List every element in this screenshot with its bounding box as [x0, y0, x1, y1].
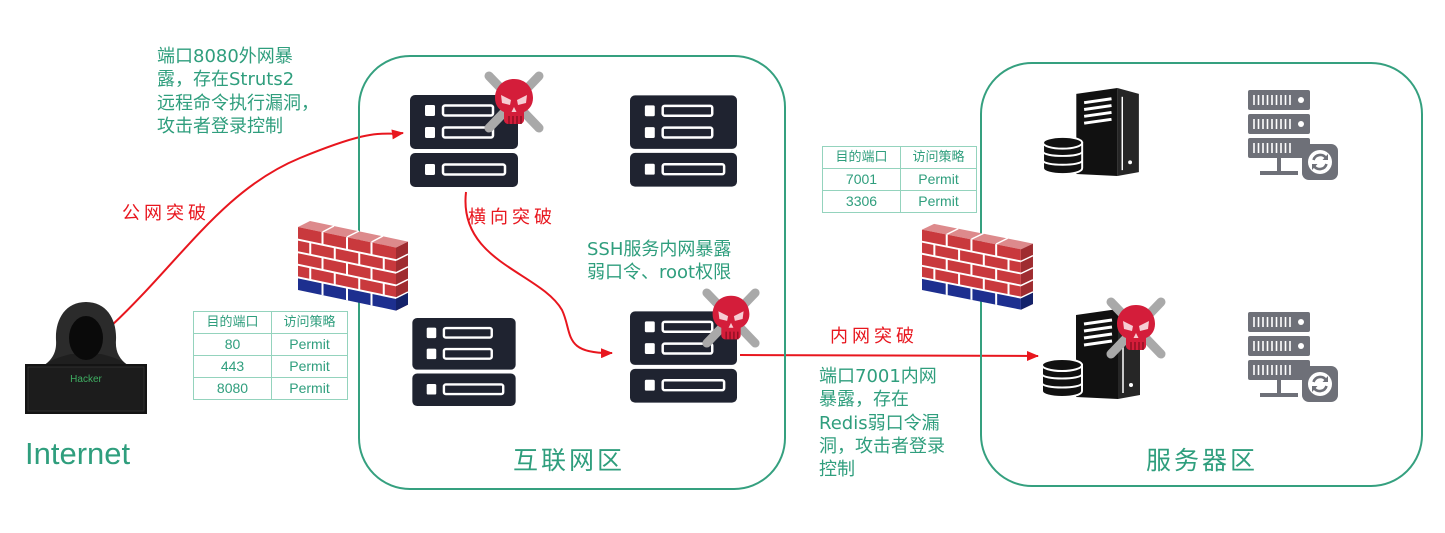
rack-server-2-sync: [1302, 366, 1338, 402]
note-line: SSH服务内网暴露: [587, 239, 732, 260]
public-breach-label: 公网突破: [122, 203, 210, 224]
web-server-4-compromised: [700, 287, 762, 349]
rack-server-1-sync: [1302, 144, 1338, 180]
port-cell: 8080: [193, 377, 272, 400]
internal-breach-label: 内网突破: [830, 326, 918, 347]
server-firewall: [922, 220, 1035, 312]
server-zone-label: 服务器区: [1146, 446, 1259, 475]
lateral-breach-label: 横向突破: [468, 207, 556, 228]
lateral-breach-arrow: [464, 191, 613, 359]
table-row: 443 Permit: [193, 355, 348, 378]
database-server-icon: [1040, 88, 1140, 176]
web-server-3: [410, 318, 518, 406]
internal-breach-arrow: [739, 350, 1039, 361]
table-header: 目的端口 访问策略: [822, 146, 977, 169]
port-cell: 80: [193, 333, 272, 356]
web-server-2: [630, 95, 737, 187]
struts-vuln-note: 端口8080外网暴 露，存在Struts2 远程命令执行漏洞， 攻击者登录控制: [157, 45, 319, 138]
table-row: 8080 Permit: [193, 377, 348, 400]
note-line: 露，存在Struts2: [157, 69, 295, 91]
skull-icon: [483, 70, 545, 134]
hacker-laptop-text: Hacker: [70, 374, 102, 385]
attacker: Hacker: [25, 300, 147, 414]
firewall-icon: [922, 222, 1034, 311]
port-cell: 443: [193, 355, 272, 378]
redis-vuln-note: 端口7001内网 暴露，存在 Redis弱口令漏 洞，攻击者登录 控制: [819, 365, 945, 481]
policy-cell: Permit: [900, 190, 977, 213]
skull-icon: [1104, 296, 1168, 360]
header-policy: 访问策略: [271, 311, 348, 334]
web-server-1-compromised: [483, 70, 545, 134]
table-row: 3306 Permit: [822, 190, 977, 213]
port-cell: 7001: [822, 168, 901, 191]
port-cell: 3306: [822, 190, 901, 213]
skull-icon: [700, 287, 762, 349]
internet-firewall: [298, 217, 410, 313]
table-row: 80 Permit: [193, 333, 348, 356]
note-line: 洞，攻击者登录: [819, 435, 945, 457]
note-line: 攻击者登录控制: [157, 115, 283, 137]
db-server-2-compromised: [1104, 296, 1168, 360]
header-port: 目的端口: [193, 311, 272, 334]
server-firewall-rules: 目的端口 访问策略 7001 Permit 3306 Permit: [822, 146, 977, 213]
header-policy: 访问策略: [900, 146, 977, 169]
note-line: 弱口令、root权限: [587, 262, 732, 284]
note-line: 端口8080外网暴: [157, 46, 293, 67]
note-line: 端口7001内网: [819, 366, 937, 387]
sync-icon: [1302, 144, 1338, 180]
server-icon: [630, 95, 737, 187]
note-line: 暴露，存在: [819, 389, 909, 411]
hacker-icon: Hacker: [25, 302, 147, 414]
public-breach-arrow: [109, 129, 404, 328]
table-header: 目的端口 访问策略: [193, 311, 348, 334]
table-row: 7001 Permit: [822, 168, 977, 191]
note-line: Redis弱口令漏: [819, 412, 940, 434]
internet-label: Internet: [25, 436, 131, 471]
note-line: 远程命令执行漏洞，: [157, 92, 319, 114]
internet-firewall-rules: 目的端口 访问策略 80 Permit 443 Permit 8080 Perm…: [193, 311, 348, 400]
policy-cell: Permit: [900, 168, 977, 191]
sync-icon: [1302, 366, 1338, 402]
db-server-1: [1040, 88, 1140, 176]
policy-cell: Permit: [271, 333, 348, 356]
internet-zone-label: 互联网区: [513, 446, 626, 475]
note-line: 控制: [819, 459, 855, 481]
firewall-icon: [298, 217, 410, 313]
server-icon: [411, 318, 517, 406]
policy-cell: Permit: [271, 377, 348, 400]
policy-cell: Permit: [271, 355, 348, 378]
header-port: 目的端口: [822, 146, 901, 169]
ssh-vuln-note: SSH服务内网暴露 弱口令、root权限: [587, 238, 731, 285]
